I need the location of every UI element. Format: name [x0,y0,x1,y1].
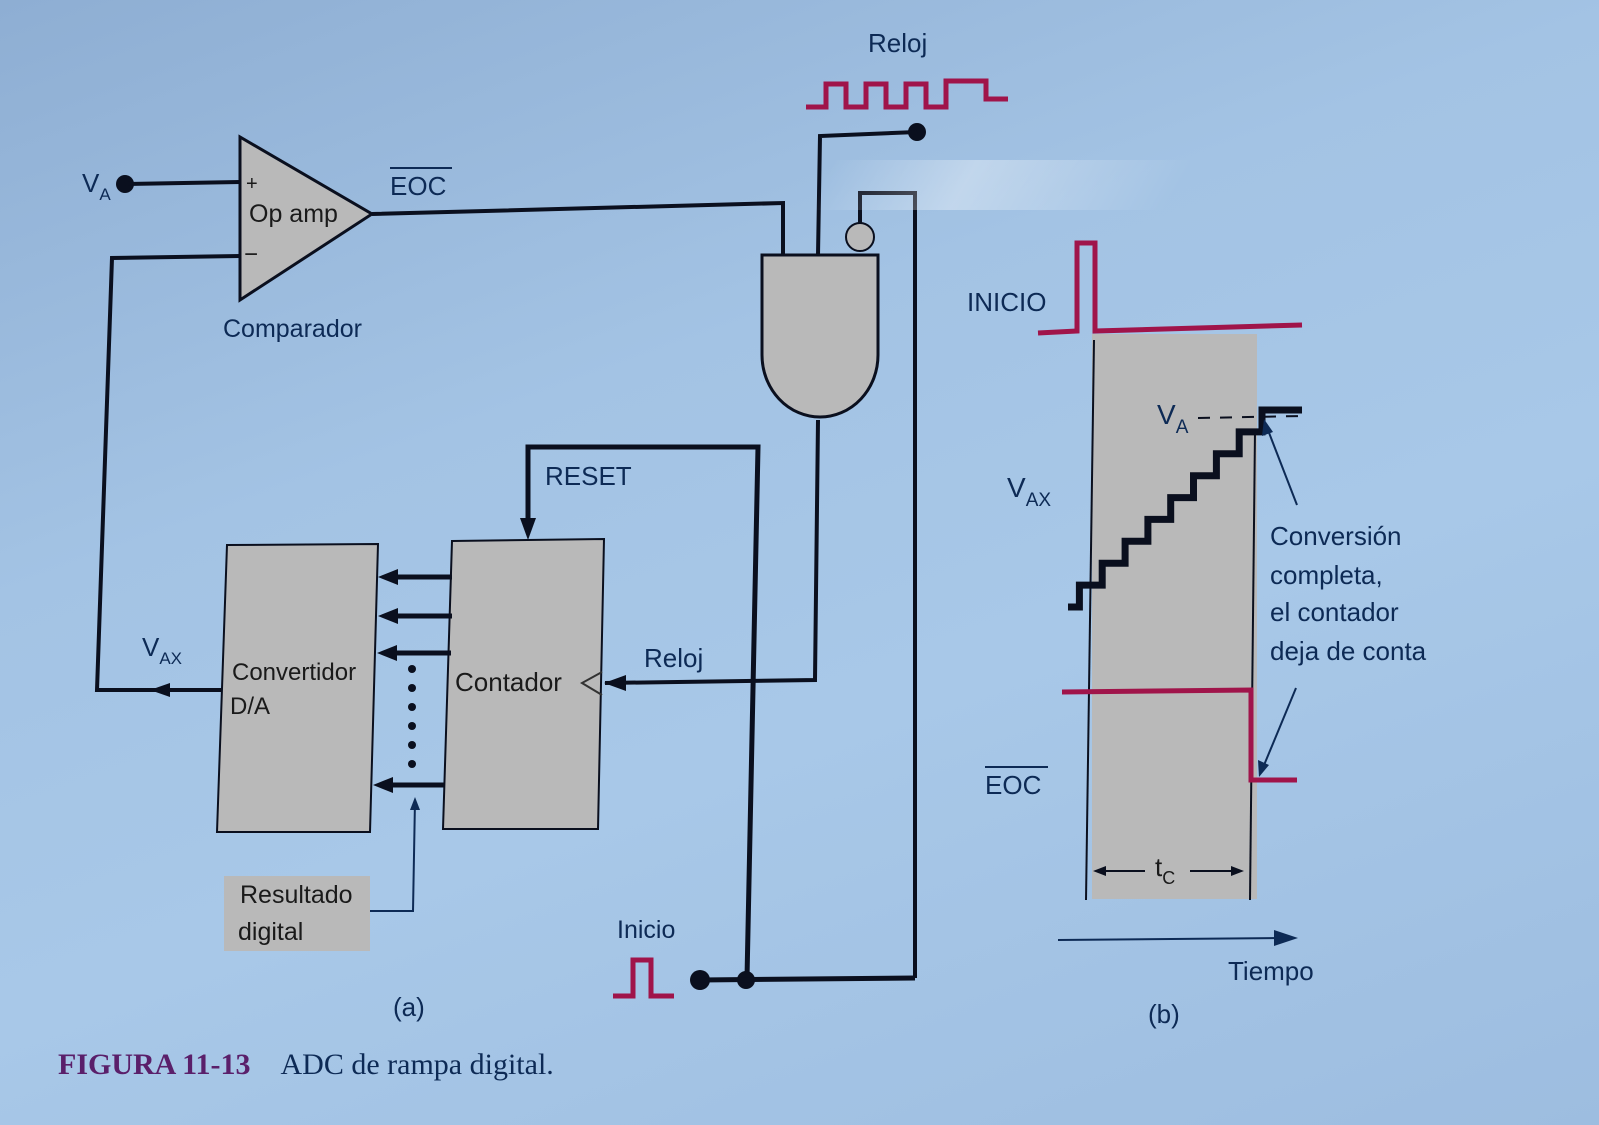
eoc-waveform [1061,687,1297,783]
eoc-label: EOC [390,171,446,201]
eoc-pointer-arrow-icon [1258,760,1269,777]
result-label-box [224,876,370,951]
result-pointer-arrow-icon [410,797,420,810]
counter-label: Contador [455,667,562,697]
conversion-window [1092,334,1257,899]
and-gate [760,253,880,419]
ellipsis-dot [408,722,416,730]
result-label-line1: Resultado [240,881,353,909]
tc-left-arrow-icon [1093,866,1106,876]
caption-text: ADC de rampa digital. [281,1048,554,1081]
bus-arrow-icon [377,645,397,661]
clock-wire [816,130,918,256]
start-label: Inicio [617,916,675,944]
caption-number: FIGURA 11-13 [58,1048,251,1081]
opamp-label: Op amp [249,200,338,228]
dac-block [215,542,380,833]
ellipsis-dot [408,760,416,768]
annotation-pointer-line [1265,424,1298,506]
reset-label: RESET [545,461,632,491]
panel-a-label: (a) [393,992,425,1022]
comparator-label: Comparador [223,315,362,343]
start-waveform [1037,240,1303,336]
reset-wire [525,444,761,979]
clock-input-triangle-icon [579,671,603,696]
plus-sign: + [246,173,258,195]
bus-arrow-icon [378,569,398,585]
bus-arrow-icon [378,608,398,624]
va-wire [124,180,241,186]
annotation-line2: completa, [1270,560,1383,590]
minus-sign: − [244,241,258,268]
start-to-gate-wire [858,191,917,978]
vax-label: VAX [142,632,182,668]
annotation-line1: Conversión [1270,521,1402,551]
time-axis-arrow-icon [1274,930,1298,946]
result-label-line2: digital [238,918,303,946]
window-right-edge [1249,429,1256,901]
annotation-arrow-icon [1262,419,1273,436]
va-input-label: VA [82,168,111,204]
dac-label-line2: D/A [230,693,270,720]
result-pointer-line [370,799,416,912]
counter-clock-arrow-icon [604,675,626,691]
eoc-wire [371,200,785,255]
annotation-line4: deja de conta [1270,636,1427,666]
tc-right-arrow-icon [1231,866,1244,876]
clock-waveform-icon [806,78,1008,110]
timing-va-label: VA [1157,399,1189,438]
inverter-bubble [845,222,875,252]
dac-label-line1: Convertidor [232,659,356,686]
window-left-edge [1085,339,1095,901]
panel-b-label: (b) [1148,999,1180,1029]
va-threshold-dashed-line [1197,415,1303,419]
timing-start-label: INICIO [967,287,1046,317]
figure-caption: FIGURA 11-13 ADC de rampa digital. [58,1048,554,1081]
clock-label: Reloj [868,28,927,58]
timing-vax-label: VAX [1007,472,1051,511]
time-label: Tiempo [1228,956,1314,986]
annotation-line3: el contador [1270,597,1399,627]
eoc-pointer-line [1261,687,1297,771]
ellipsis-dot [408,703,416,711]
ellipsis-dot [408,684,416,692]
data-bus [373,569,452,793]
vax-feedback-wire [94,254,241,692]
ellipsis-dot [408,741,416,749]
reset-arrow-icon [520,518,536,540]
opamp-comparator [238,134,375,303]
start-pulse-icon [613,957,674,999]
tc-label: tC [1155,852,1175,888]
ellipsis-dot [408,665,416,673]
start-wire [699,975,916,983]
counter-clock-label: Reloj [644,643,703,673]
counter-block [441,537,606,830]
bus-arrow-icon [373,777,393,793]
timing-eoc-label: EOC [985,770,1041,800]
time-axis [1057,937,1281,941]
vax-staircase [1068,406,1302,611]
gated-clock-wire [604,419,820,685]
vax-arrow-icon [150,683,170,697]
